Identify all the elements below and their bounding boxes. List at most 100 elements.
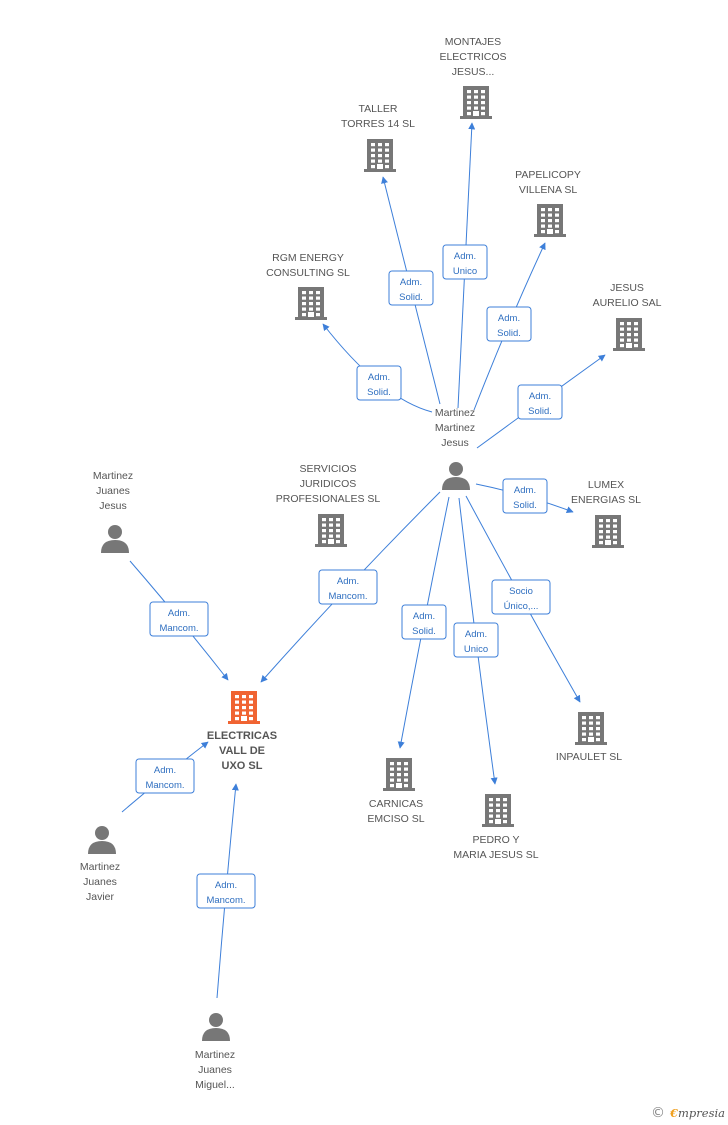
building-icon [482,794,514,827]
node-label-line: Jesus [99,500,126,512]
node-carnicas[interactable]: CARNICAS EMCISO SL [367,758,425,825]
node-label-line: CARNICAS [369,798,423,810]
node-label-line: EMCISO SL [367,813,424,825]
edge-mj_miguel-to-electricas: Adm.Mancom. [196,783,256,999]
edge-label-line: Unico [453,266,477,277]
edge-label-box[interactable]: Adm. Mancom. [318,569,378,605]
node-label-line: TALLER [359,103,398,115]
node-label-line: JESUS... [452,66,495,78]
person-icon [442,462,470,490]
edges-layer: Adm.UnicoAdm.Solid.Adm.Solid.Adm.Solid.A… [121,122,606,999]
edge-label-line: Adm. [168,608,190,619]
edge-label-box[interactable]: Adm.Mancom. [196,873,256,909]
node-taller[interactable]: TALLER TORRES 14 SL [341,103,415,172]
node-label-line: INPAULET SL [556,751,622,763]
edge-label-box[interactable]: SocioÚnico,... [491,579,551,615]
edge-label-box[interactable]: Adm. Mancom. [149,601,209,637]
edge-mj_jesus-to-electricas: Adm. Mancom. [129,560,229,681]
building-icon [295,287,327,320]
node-label-line: Martinez [93,470,133,482]
node-label-line: UXO SL [222,760,263,772]
building-icon [592,515,624,548]
node-label-line: PAPELICOPY [515,169,581,181]
node-label-line: Martinez [435,407,475,419]
node-label-line: Juanes [198,1064,232,1076]
edge-label-box[interactable]: Adm. Solid. [517,384,563,420]
edge-label-box[interactable]: Adm. Mancom. [135,758,195,794]
edge-label-line: Adm. [498,313,520,324]
edge-label-line: Mancom. [328,591,367,602]
building-icon [315,514,347,547]
node-electricas[interactable]: ELECTRICAS VALL DE UXO SL [207,691,277,772]
edge-label-line: Solid. [367,387,391,398]
node-label-line: JURIDICOS [300,478,357,490]
edge-label-line: Adm. [154,765,176,776]
node-servicios[interactable]: SERVICIOS JURIDICOS PROFESIONALES SL [276,463,381,547]
edge-mmj-to-jesus_aurelio: Adm. Solid. [476,354,606,449]
edge-label-line: Mancom. [206,895,245,906]
node-label-line: Miguel... [195,1079,235,1091]
node-label-line: Martinez [435,422,475,434]
edge-mmj-to-electricas: Adm. Mancom. [260,491,441,683]
node-papelicopy[interactable]: PAPELICOPY VILLENA SL [515,169,581,237]
node-label-line: SERVICIOS [300,463,357,475]
edge-label-line: Adm. [413,611,435,622]
node-label-line: Martinez [195,1049,235,1061]
edge-mmj-to-lumex: Adm. Solid. [475,478,574,514]
building-icon [228,691,260,724]
empresia-logo[interactable]: €mpresia [670,1106,726,1120]
node-label-line: TORRES 14 SL [341,118,415,130]
building-icon [364,139,396,172]
node-label-line: ENERGIAS SL [571,494,641,506]
edge-mmj-to-rgm: Adm.Solid. [322,323,433,413]
building-icon [575,712,607,745]
edge-label-box[interactable]: Adm.Solid. [356,365,402,401]
node-inpaulet[interactable]: INPAULET SL [556,712,622,763]
edge-mmj-to-montajes: Adm.Unico [442,122,488,409]
edge-label-box[interactable]: Adm.Unico [442,244,488,280]
node-mj_miguel[interactable]: MartinezJuanesMiguel... [195,1013,235,1091]
copyright-icon: © [651,1105,665,1121]
edge-label-line: Solid. [513,500,537,511]
edge-label-line: Adm. [400,277,422,288]
edge-mj_javier-to-electricas: Adm. Mancom. [121,741,209,813]
edge-label-line: Socio [509,586,533,597]
node-label-line: ELECTRICOS [439,51,506,63]
node-label-line: Martinez [80,861,120,873]
person-icon [202,1013,230,1041]
edge-label-box[interactable]: Adm. Solid. [502,478,548,514]
edge-label-box[interactable]: Adm.Solid. [388,270,434,306]
person-icon [101,525,129,553]
node-label-line: ELECTRICAS [207,730,277,742]
node-label-line: Juanes [96,485,130,497]
edge-label-line: Solid. [412,626,436,637]
node-label-line: RGM ENERGY [272,252,344,264]
node-label-line: Javier [86,891,115,903]
node-label-line: VILLENA SL [519,184,578,196]
edge-mmj-to-taller: Adm.Solid. [381,176,441,405]
edge-label-line: Mancom. [145,780,184,791]
node-label-line: VALL DE [219,745,265,757]
edge-label-box[interactable]: Adm.Unico [453,622,499,658]
edge-label-line: Adm. [337,576,359,587]
edge-label-box[interactable]: Adm. Solid. [401,604,447,640]
node-label-line: LUMEX [588,479,624,491]
node-label-line: PROFESIONALES SL [276,493,381,505]
edge-label-line: Mancom. [159,623,198,634]
node-label-line: Jesus [441,437,468,449]
node-montajes[interactable]: MONTAJESELECTRICOSJESUS... [439,36,507,119]
edge-label-box[interactable]: Adm.Solid. [486,306,532,342]
edge-mmj-to-carnicas: Adm. Solid. [397,496,450,749]
node-lumex[interactable]: LUMEX ENERGIAS SL [571,479,641,548]
person-icon [88,826,116,854]
edge-label-line: Adm. [514,485,536,496]
edge-label-line: Solid. [528,406,552,417]
edge-label-line: Adm. [529,391,551,402]
